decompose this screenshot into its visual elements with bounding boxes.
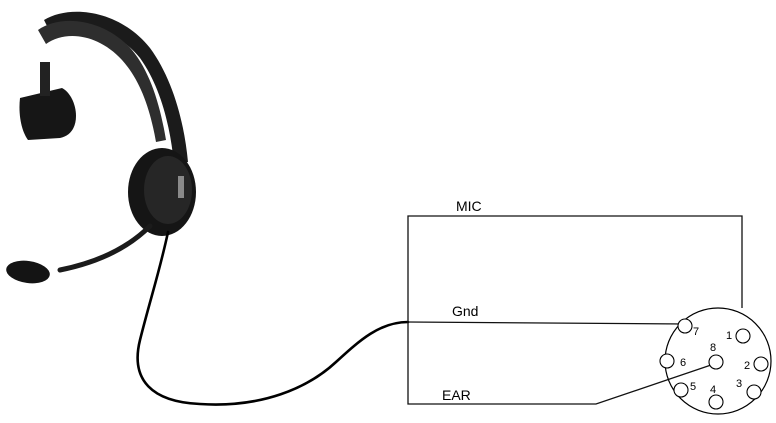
mic-wire bbox=[407, 215, 743, 322]
pin-6-label: 6 bbox=[680, 357, 686, 369]
earcup-logo bbox=[178, 176, 184, 198]
pin-7-label: 7 bbox=[693, 326, 699, 338]
gnd-wire bbox=[407, 321, 687, 325]
circuit-wires bbox=[407, 215, 743, 405]
pin-4 bbox=[708, 394, 724, 410]
pin-8-label: 8 bbox=[710, 342, 716, 354]
gnd-label: Gnd bbox=[452, 303, 478, 319]
mic-label: MIC bbox=[456, 198, 482, 214]
ear-label: EAR bbox=[442, 387, 471, 403]
headband-padding bbox=[38, 20, 166, 143]
pin-5-label: 5 bbox=[690, 381, 696, 393]
pin-3 bbox=[746, 384, 762, 400]
connector-8pin: 1 2 3 4 5 6 7 8 bbox=[659, 307, 772, 415]
headset-cable bbox=[136, 230, 410, 406]
earcup-rim bbox=[144, 156, 192, 224]
pin-1 bbox=[735, 328, 751, 344]
pin-2 bbox=[753, 356, 769, 372]
temple-pad bbox=[19, 88, 76, 140]
pin-3-label: 3 bbox=[736, 378, 742, 390]
headset-illustration bbox=[6, 11, 196, 284]
pin-5 bbox=[673, 382, 689, 398]
ear-wire bbox=[407, 322, 715, 405]
pin-2-label: 2 bbox=[744, 360, 750, 372]
mic-boom bbox=[57, 223, 153, 273]
mic-foam bbox=[6, 260, 50, 284]
pin-7 bbox=[677, 318, 693, 334]
pin-6 bbox=[659, 353, 675, 369]
pin-4-label: 4 bbox=[710, 384, 716, 396]
pin-1-label: 1 bbox=[726, 330, 732, 342]
temple-pad-stem bbox=[40, 62, 50, 96]
pin-8 bbox=[708, 354, 724, 370]
